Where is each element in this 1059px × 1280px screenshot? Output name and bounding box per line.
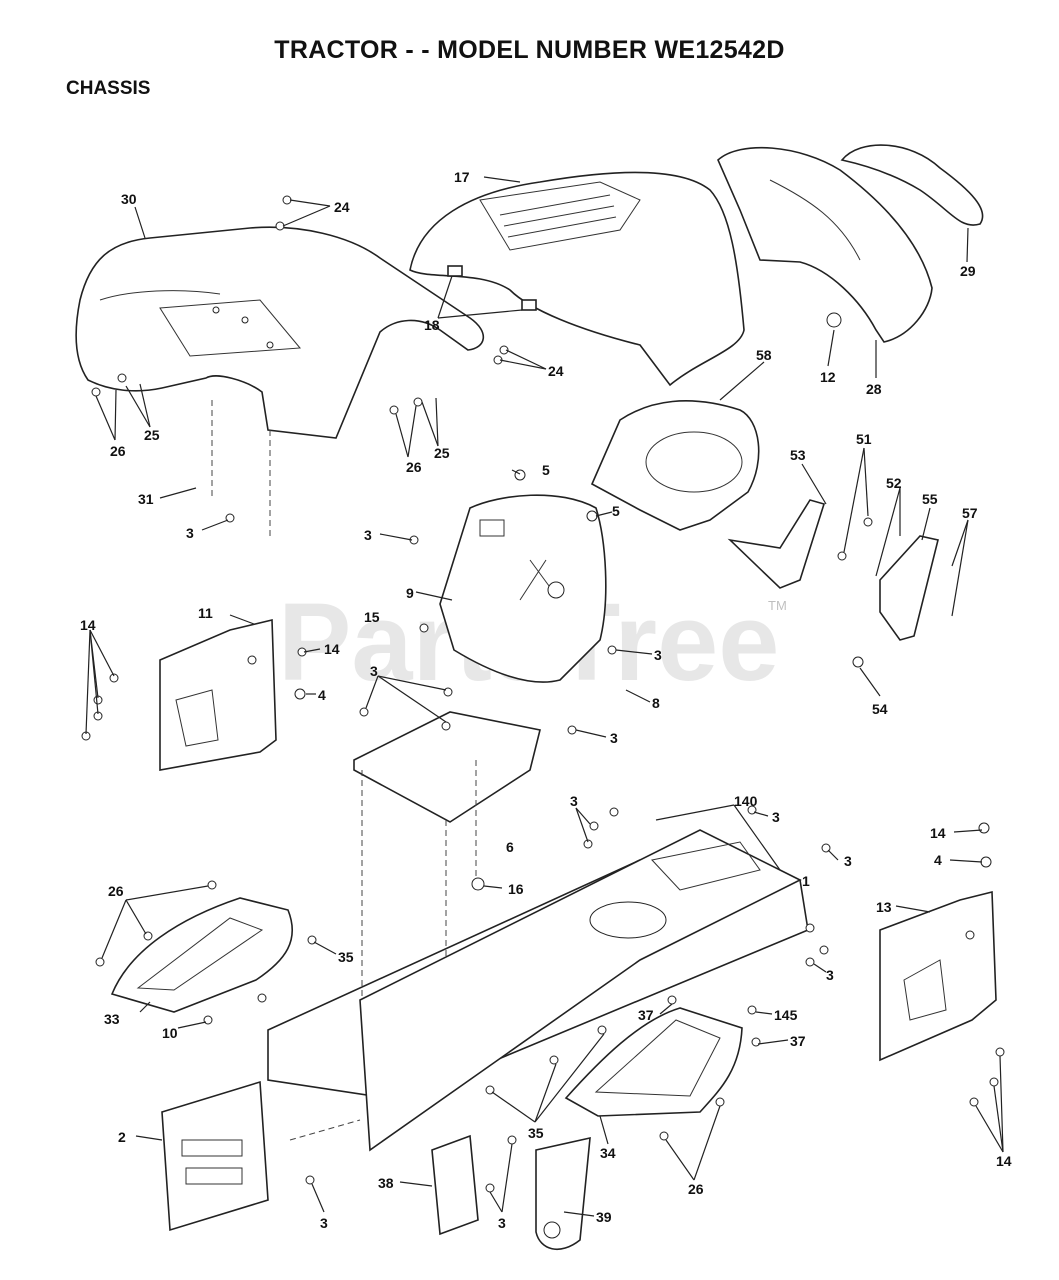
callout-15: 15 [364, 609, 380, 625]
callout-4: 4 [934, 852, 942, 868]
callout-37: 37 [638, 1007, 654, 1023]
callout-37: 37 [790, 1033, 806, 1049]
diagram-title: TRACTOR - - MODEL NUMBER WE12542D [274, 36, 785, 64]
callout-3: 3 [610, 730, 618, 746]
part-right-footrest [564, 1007, 743, 1117]
callout-3: 3 [364, 527, 372, 543]
callout-54: 54 [872, 701, 888, 717]
callout-17: 17 [454, 169, 470, 185]
leader-lines [85, 176, 1004, 1217]
callout-5: 5 [612, 503, 620, 519]
part-right-side-panel [879, 890, 997, 1062]
part-left-footrest [110, 897, 293, 1013]
callout-25: 25 [144, 427, 160, 443]
callout-35: 35 [338, 949, 354, 965]
callout-14: 14 [996, 1153, 1012, 1169]
callout-29: 29 [960, 263, 976, 279]
callout-3: 3 [654, 647, 662, 663]
fasteners [81, 195, 1005, 1193]
callout-28: 28 [866, 381, 882, 397]
callout-18: 18 [424, 317, 440, 333]
callout-3: 3 [320, 1215, 328, 1231]
callout-52: 52 [886, 475, 902, 491]
callout-6: 6 [506, 839, 514, 855]
callout-12: 12 [820, 369, 836, 385]
part-dash-shield [590, 400, 760, 531]
callout-4: 4 [318, 687, 326, 703]
callout-26: 26 [110, 443, 126, 459]
callout-24: 24 [548, 363, 564, 379]
callout-140: 140 [734, 793, 758, 809]
part-fender [75, 226, 485, 439]
part-main-frame [267, 829, 809, 1152]
callout-3: 3 [826, 967, 834, 983]
callout-14: 14 [324, 641, 340, 657]
callout-26: 26 [108, 883, 124, 899]
part-dash-panel [439, 494, 607, 683]
section-label: CHASSIS [66, 78, 151, 99]
callout-53: 53 [790, 447, 806, 463]
callout-3: 3 [570, 793, 578, 809]
guide-lines [211, 400, 477, 1141]
callout-2: 2 [118, 1129, 126, 1145]
callout-58: 58 [756, 347, 772, 363]
callout-14: 14 [930, 825, 946, 841]
callout-13: 13 [876, 899, 892, 915]
part-left-side-panel [159, 618, 277, 771]
callout-33: 33 [104, 1011, 120, 1027]
callout-39: 39 [596, 1209, 612, 1225]
callout-5: 5 [542, 462, 550, 478]
callout-30: 30 [121, 191, 137, 207]
callout-11: 11 [198, 605, 213, 621]
callout-26: 26 [688, 1181, 704, 1197]
callout-3: 3 [772, 809, 780, 825]
callout-3: 3 [370, 663, 378, 679]
callout-145: 145 [774, 1007, 798, 1023]
part-grille [717, 144, 984, 343]
callout-16: 16 [508, 881, 524, 897]
callout-1: 1 [802, 873, 810, 889]
callout-26: 26 [406, 459, 422, 475]
callout-10: 10 [162, 1025, 178, 1041]
callout-57: 57 [962, 505, 978, 521]
callout-38: 38 [378, 1175, 394, 1191]
callout-14: 14 [80, 617, 96, 633]
callout-35: 35 [528, 1125, 544, 1141]
watermark-trademark: TM [768, 598, 787, 613]
callout-8: 8 [652, 695, 660, 711]
callout-31: 31 [138, 491, 154, 507]
part-battery-tray [353, 711, 541, 823]
part-hood [409, 171, 745, 387]
part-front-bracket [161, 1080, 269, 1232]
part-brackets-53-55 [727, 499, 939, 641]
callout-55: 55 [922, 491, 938, 507]
callouts: 17 30 24 29 18 24 12 28 58 25 26 26 25 5… [80, 169, 1012, 1231]
part-brackets-38-39 [431, 1134, 591, 1250]
callout-3: 3 [498, 1215, 506, 1231]
callout-51: 51 [856, 431, 872, 447]
callout-3: 3 [844, 853, 852, 869]
callout-25: 25 [434, 445, 450, 461]
callout-24: 24 [334, 199, 350, 215]
callout-34: 34 [600, 1145, 616, 1161]
callout-9: 9 [406, 585, 414, 601]
callout-3: 3 [186, 525, 194, 541]
